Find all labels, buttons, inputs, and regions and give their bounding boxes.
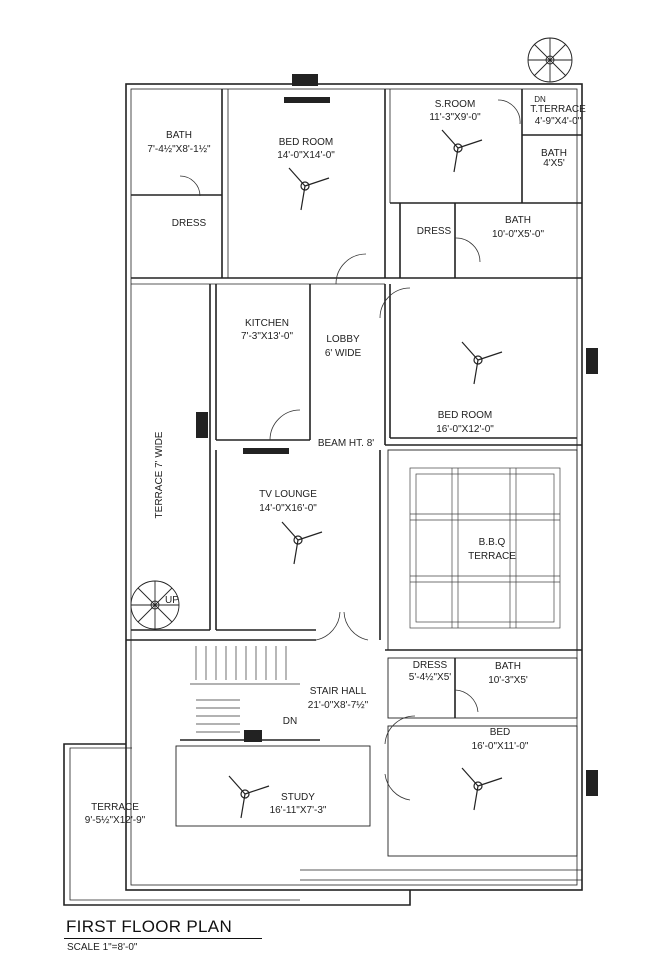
outer-wall <box>125 83 583 891</box>
label-terrace7: TERRACE 7' WIDE <box>154 431 165 518</box>
label-bath2-name: BATH <box>541 148 567 159</box>
bbq-grid <box>409 467 561 629</box>
label-bath3-size: 10'-0"X5'-0" <box>492 229 545 240</box>
label-lobby-size: 6' WIDE <box>325 348 362 359</box>
label-dress3-size: 5'-4½"X5' <box>409 672 451 683</box>
label-bed3-name: BED <box>490 727 511 738</box>
label-tv-name: TV LOUNGE <box>259 489 317 500</box>
label-stair-size: 21'-0"X8'-7½" <box>308 700 369 711</box>
label-study-size: 16'-11"X7'-3" <box>270 805 327 816</box>
ceiling-fans <box>228 129 503 819</box>
label-kitchen-size: 7'-3"X13'-0" <box>241 331 294 342</box>
label-stair-name: STAIR HALL <box>310 686 367 697</box>
title-underline <box>64 938 262 939</box>
label-tterrace-name: T.TERRACE <box>530 104 586 115</box>
label-bath1-name: BATH <box>166 130 192 141</box>
label-dress2: DRESS <box>417 226 452 237</box>
label-kitchen-name: KITCHEN <box>245 318 289 329</box>
label-dn: DN <box>283 716 297 727</box>
label-lobby-name: LOBBY <box>326 334 360 345</box>
label-bath4-size: 10'-3"X5' <box>488 675 528 686</box>
label-terrace2-name: TERRACE <box>91 802 139 813</box>
windows <box>196 74 598 796</box>
plan-title: FIRST FLOOR PLAN <box>66 917 233 936</box>
label-study-name: STUDY <box>281 792 315 803</box>
spiral-stair-top <box>527 37 573 83</box>
label-bed2-name: BED ROOM <box>438 410 492 421</box>
label-tv-size: 14'-0"X16'-0" <box>259 503 317 514</box>
label-tterrace-size: 4'-9"X4'-0" <box>535 116 582 127</box>
label-up: UP <box>165 595 179 606</box>
label-terrace2-size: 9'-5½"X12'-9" <box>85 815 146 826</box>
label-beam: BEAM HT. 8' <box>318 438 374 449</box>
label-bath4-name: BATH <box>495 661 521 672</box>
terrace-extension-wall <box>63 743 411 906</box>
label-bath2-size: 4'X5' <box>543 158 565 169</box>
label-sroom-size: 11'-3"X9'-0" <box>429 112 481 123</box>
label-bath3-name: BATH <box>505 215 531 226</box>
door-swings <box>179 99 521 801</box>
stairs <box>190 646 300 733</box>
plan-scale: SCALE 1"=8'-0" <box>67 942 138 953</box>
label-bed1-size: 14'-0"X14'-0" <box>277 150 335 161</box>
label-bed1-name: BED ROOM <box>279 137 333 148</box>
walls <box>63 83 583 906</box>
spiral-stair-terrace <box>130 580 180 630</box>
label-bath1-size: 7'-4½"X8'-1½" <box>147 144 211 155</box>
label-dress1: DRESS <box>172 218 207 229</box>
label-bed2-size: 16'-0"X12'-0" <box>436 424 494 435</box>
label-bed3-size: 16'-0"X11'-0" <box>472 741 529 752</box>
label-dress3-name: DRESS <box>413 660 448 671</box>
label-bbq-name: B.B.Q <box>479 537 506 548</box>
label-bbq-size: TERRACE <box>468 551 516 562</box>
label-sroom-name: S.ROOM <box>435 99 476 110</box>
room-labels: BATH 7'-4½"X8'-1½" BED ROOM 14'-0"X14'-0… <box>85 95 586 826</box>
label-dn2: DN <box>534 95 546 104</box>
